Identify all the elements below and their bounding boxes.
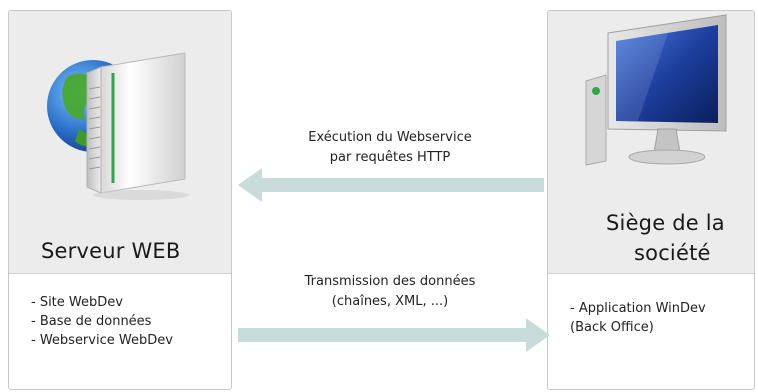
web-server-item-list: - Site WebDev - Base de données - Webser… [31, 293, 173, 350]
list-item: - Application WinDev [570, 301, 706, 316]
company-hq-item-list: - Application WinDev (Back Office) [570, 299, 706, 337]
web-server-globe-icon [47, 52, 189, 200]
web-server-title: Serveur WEB [41, 239, 181, 263]
request-label-line1: Exécution du Webservice [308, 130, 472, 145]
company-hq-title-line2: société [634, 241, 711, 265]
transmission-label-line2: (chaînes, XML, ...) [331, 294, 449, 309]
transmission-arrow-label: Transmission des données (chaînes, XML, … [240, 272, 540, 312]
right-arrow-icon [238, 318, 550, 352]
list-item: - Site WebDev [31, 295, 123, 310]
request-arrow-label: Exécution du Webservice par requêtes HTT… [240, 128, 540, 168]
company-hq-title-line1: Siège de la [606, 211, 725, 235]
company-hq-panel: Siège de la société - Application WinDev… [547, 10, 755, 390]
web-server-panel-header: Serveur WEB [9, 11, 231, 274]
left-arrow-icon [238, 168, 544, 202]
desktop-computer-icon [585, 14, 727, 166]
list-item: - Webservice WebDev [31, 333, 173, 348]
request-label-line2: par requêtes HTTP [329, 150, 451, 165]
company-hq-panel-header: Siège de la société [548, 11, 754, 274]
transmission-label-line1: Transmission des données [304, 274, 476, 289]
web-server-panel: Serveur WEB - Site WebDev - Base de donn… [8, 10, 232, 390]
list-item: - Base de données [31, 314, 152, 329]
list-item: (Back Office) [570, 320, 654, 335]
